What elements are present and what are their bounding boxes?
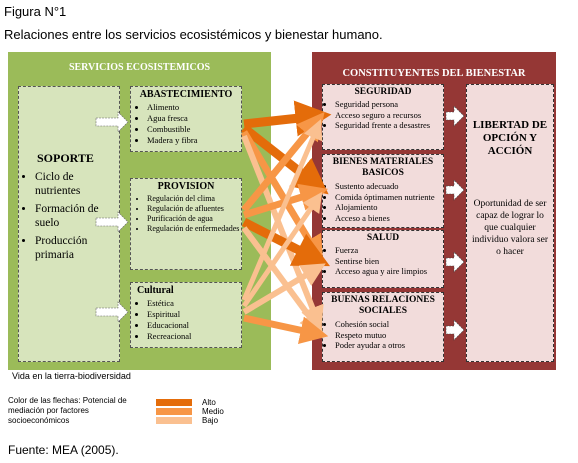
- provision-title: PROVISION: [157, 181, 215, 192]
- buenas-relaciones-box: BUENAS RELACIONES SOCIALES Cohesión soci…: [322, 292, 444, 362]
- legend-swatch-medio: [156, 408, 192, 415]
- list-item: Regulación de afluentes: [147, 204, 241, 214]
- bienes-materiales-title: BIENES MATERIALES BASICOS: [332, 157, 434, 178]
- white-block-arrow: [445, 179, 465, 201]
- list-item: Acceso agua y aire limpios: [335, 266, 443, 277]
- soporte-list: Ciclo de nutrientes Formación de suelo P…: [19, 170, 119, 262]
- seguridad-list: Seguridad persona Acceso seguro a recurs…: [323, 99, 443, 131]
- list-item: Espiritual: [147, 309, 241, 320]
- arrow-bajo: [241, 134, 324, 331]
- legend-label: Medio: [202, 407, 224, 416]
- arrow-bajo: [242, 263, 326, 315]
- salud-title: SALUD: [366, 233, 400, 243]
- soporte-title: SOPORTE: [37, 151, 94, 165]
- list-item: Sustento adecuado: [335, 181, 443, 192]
- list-item: Formación de suelo: [35, 202, 119, 230]
- libertad-title: LIBERTAD DE OPCIÓN Y ACCIÓN: [472, 119, 548, 157]
- list-item: Alojamiento: [335, 202, 443, 213]
- arrow-bajo: [241, 119, 323, 301]
- list-item: Respeto mutuo: [335, 330, 443, 341]
- libertad-description: Oportunidad de ser capaz de lograr lo qu…: [472, 199, 548, 257]
- list-item: Acceso a bienes: [335, 213, 443, 224]
- ecosystem-services-title: SERVICIOS ECOSISTEMICOS: [68, 62, 211, 73]
- mediation-arrows: [241, 100, 332, 344]
- legend: Alto Medio Bajo: [156, 398, 246, 425]
- list-item: Agua fresca: [147, 113, 241, 124]
- white-block-arrow: [445, 251, 465, 273]
- legend-item-medio: Medio: [156, 407, 246, 416]
- list-item: Regulación del clima: [147, 194, 241, 204]
- legend-label: Alto: [202, 398, 216, 407]
- list-item: Ciclo de nutrientes: [35, 170, 119, 198]
- soporte-to-services-arrows: [95, 111, 129, 323]
- arrow-bajo: [241, 226, 324, 336]
- abastecimiento-box: ABASTECIMIENTO Alimento Agua fresca Comb…: [130, 86, 242, 152]
- list-item: Estética: [147, 298, 241, 309]
- arrow-bajo: [241, 191, 323, 308]
- buenas-relaciones-title: BUENAS RELACIONES SOCIALES: [331, 295, 435, 316]
- figure-caption: Relaciones entre los servicios ecosistém…: [4, 27, 383, 42]
- legend-item-bajo: Bajo: [156, 416, 246, 425]
- buenas-relaciones-list: Cohesión social Respeto mutuo Poder ayud…: [323, 319, 443, 351]
- abastecimiento-list: Alimento Agua fresca Combustible Madera …: [131, 102, 241, 146]
- bienes-materiales-list: Sustento adecuado Comida óptimamen nutri…: [323, 181, 443, 223]
- white-block-arrow: [95, 211, 129, 233]
- provision-list: Regulación del clima Regulación de aflue…: [131, 194, 241, 234]
- white-block-arrow: [95, 111, 129, 133]
- legend-swatch-bajo: [156, 417, 192, 424]
- arrow-medio: [243, 314, 329, 344]
- seguridad-title: SEGURIDAD: [354, 87, 412, 97]
- legend-label: Bajo: [202, 416, 219, 425]
- list-item: Seguridad persona: [335, 99, 443, 110]
- libertad-box: LIBERTAD DE OPCIÓN Y ACCIÓN Oportunidad …: [466, 84, 554, 362]
- list-item: Sentirse bien: [335, 256, 443, 267]
- list-item: Fuerza: [335, 245, 443, 256]
- source-note: Fuente: MEA (2005).: [8, 443, 119, 457]
- list-item: Purificación de agua: [147, 214, 241, 224]
- list-item: Acceso seguro a recursos: [335, 110, 443, 121]
- list-item: Seguridad frente a desastres: [335, 120, 443, 131]
- abastecimiento-title: ABASTECIMIENTO: [139, 89, 233, 100]
- figure-label: Figura N°1: [4, 4, 67, 19]
- cultural-box: Cultural Estética Espiritual Educacional…: [130, 282, 242, 348]
- white-block-arrow: [95, 301, 129, 323]
- list-item: Recreacional: [147, 331, 241, 342]
- biodiversity-note: Vida en la tierra-biodiversidad: [12, 371, 131, 381]
- white-block-arrow: [445, 319, 465, 341]
- list-item: Educacional: [147, 320, 241, 331]
- constituents-to-libertad-arrows: [445, 105, 465, 341]
- salud-list: Fuerza Sentirse bien Acceso agua y aire …: [323, 245, 443, 277]
- cultural-list: Estética Espiritual Educacional Recreaci…: [131, 298, 241, 342]
- legend-heading: Color de las flechas: Potencial de media…: [8, 396, 127, 425]
- cultural-title: Cultural: [137, 285, 174, 296]
- list-item: Cohesión social: [335, 319, 443, 330]
- arrow-alto: [241, 124, 329, 195]
- arrow-alto: [243, 100, 332, 137]
- white-block-arrow: [445, 105, 465, 127]
- list-item: Combustible: [147, 124, 241, 135]
- list-item: Alimento: [147, 102, 241, 113]
- arrow-alto: [241, 217, 331, 267]
- list-item: Poder ayudar a otros: [335, 340, 443, 351]
- legend-item-alto: Alto: [156, 398, 246, 407]
- list-item: Madera y fibra: [147, 135, 241, 146]
- list-item: Regulación de enfermedades: [147, 224, 241, 234]
- list-item: Comida óptimamen nutriente: [335, 192, 443, 203]
- bienes-materiales-box: BIENES MATERIALES BASICOS Sustento adecu…: [322, 154, 444, 228]
- wellbeing-title: CONSTITUYENTES DEL BIENESTAR: [342, 68, 526, 79]
- provision-box: PROVISION Regulación del clima Regulació…: [130, 178, 242, 270]
- seguridad-box: SEGURIDAD Seguridad persona Acceso segur…: [322, 84, 444, 150]
- list-item: Producción primaria: [35, 234, 119, 262]
- legend-swatch-alto: [156, 399, 192, 406]
